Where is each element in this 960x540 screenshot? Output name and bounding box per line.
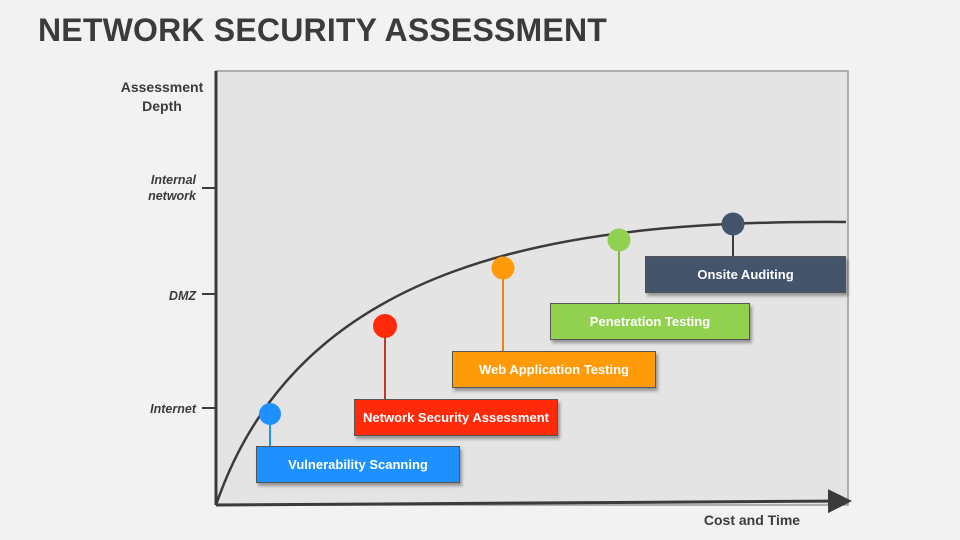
stage-web-application-testing: Web Application Testing (452, 351, 656, 388)
stage-label: Vulnerability Scanning (288, 457, 428, 472)
stage-label: Network Security Assessment (363, 410, 549, 425)
dot-vulnerability-scanning (259, 403, 281, 425)
stage-penetration-testing: Penetration Testing (550, 303, 750, 340)
dot-network-security-assessment (373, 314, 397, 338)
page-title: NETWORK SECURITY ASSESSMENT (38, 12, 608, 48)
y-axis-title: Assessment Depth (120, 79, 204, 114)
stage-label: Onsite Auditing (697, 267, 794, 282)
dot-penetration-testing (607, 228, 631, 252)
stage-label: Web Application Testing (479, 362, 629, 377)
dot-web-application-testing (491, 256, 515, 280)
y-tick-internal-network: Internal network (148, 173, 196, 203)
dot-onsite-auditing (721, 212, 745, 236)
stage-onsite-auditing: Onsite Auditing (645, 256, 846, 293)
stage-vulnerability-scanning: Vulnerability Scanning (256, 446, 460, 483)
stage-label: Penetration Testing (589, 314, 711, 329)
x-axis-title: Cost and Time (703, 512, 801, 528)
y-tick-dmz: DMZ (168, 289, 196, 303)
stage-network-security-assessment: Network Security Assessment (354, 399, 558, 436)
y-tick-internet: Internet (150, 402, 196, 416)
x-axis (215, 489, 852, 514)
